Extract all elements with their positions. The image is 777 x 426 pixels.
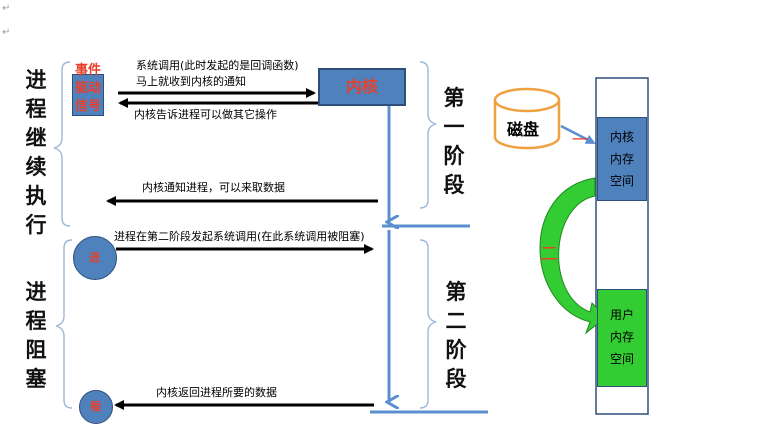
arrow-label-kernel-return: 内核返回进程所要的数据 bbox=[156, 386, 277, 399]
process-box-label: 事件驱动信号 bbox=[75, 63, 102, 114]
arrow-label-phase2-call: 进程在第二阶段发起系统调用(在此系统调用被阻塞) bbox=[114, 230, 365, 243]
kernel-memory-label: 内核内存空间 bbox=[609, 130, 634, 188]
step-one-marker: 一 bbox=[572, 130, 589, 149]
disk-cylinder bbox=[493, 87, 561, 150]
arrow-disk-to-kernel bbox=[560, 124, 596, 145]
process-circle-start-label: 进 bbox=[89, 251, 100, 264]
disk-label: 磁盘 bbox=[507, 120, 540, 139]
arrow-label-kernel-notify: 内核通知进程，可以来取数据 bbox=[142, 181, 285, 194]
brace-first-stage bbox=[419, 61, 437, 209]
arrow-label-syscall: 系统调用(此时发起的是回调函数)马上就收到内核的通知 bbox=[136, 59, 299, 88]
arrow-label-kernel-tells: 内核告诉进程可以做其它操作 bbox=[134, 108, 277, 121]
stage-label-second: 第二阶段 bbox=[445, 280, 467, 391]
process-box bbox=[72, 74, 104, 116]
group-label-continue: 进程继续执行 bbox=[25, 68, 47, 237]
paragraph-mark: ↵ bbox=[2, 27, 11, 38]
kernel-memory-space: 内核内存空间 bbox=[597, 117, 647, 201]
brace-second-stage bbox=[419, 239, 437, 409]
kernel-box: 内核 bbox=[318, 68, 406, 106]
user-memory-label: 用户内存空间 bbox=[609, 308, 634, 366]
process-circle-end: 程 bbox=[79, 390, 113, 424]
brace-continue bbox=[53, 61, 71, 227]
process-circle-end-label: 程 bbox=[90, 400, 101, 413]
paragraph-mark: ↵ bbox=[2, 3, 11, 14]
process-circle-start: 进 bbox=[73, 236, 117, 280]
step-two-marker: 二 bbox=[540, 244, 558, 265]
user-memory-space: 用户内存空间 bbox=[597, 289, 647, 387]
copy-arrow bbox=[539, 177, 607, 335]
stage-label-first: 第一阶段 bbox=[443, 86, 465, 197]
group-label-blocked: 进程阻塞 bbox=[25, 280, 47, 391]
brace-blocked bbox=[55, 239, 73, 409]
kernel-box-label: 内核 bbox=[345, 77, 378, 96]
